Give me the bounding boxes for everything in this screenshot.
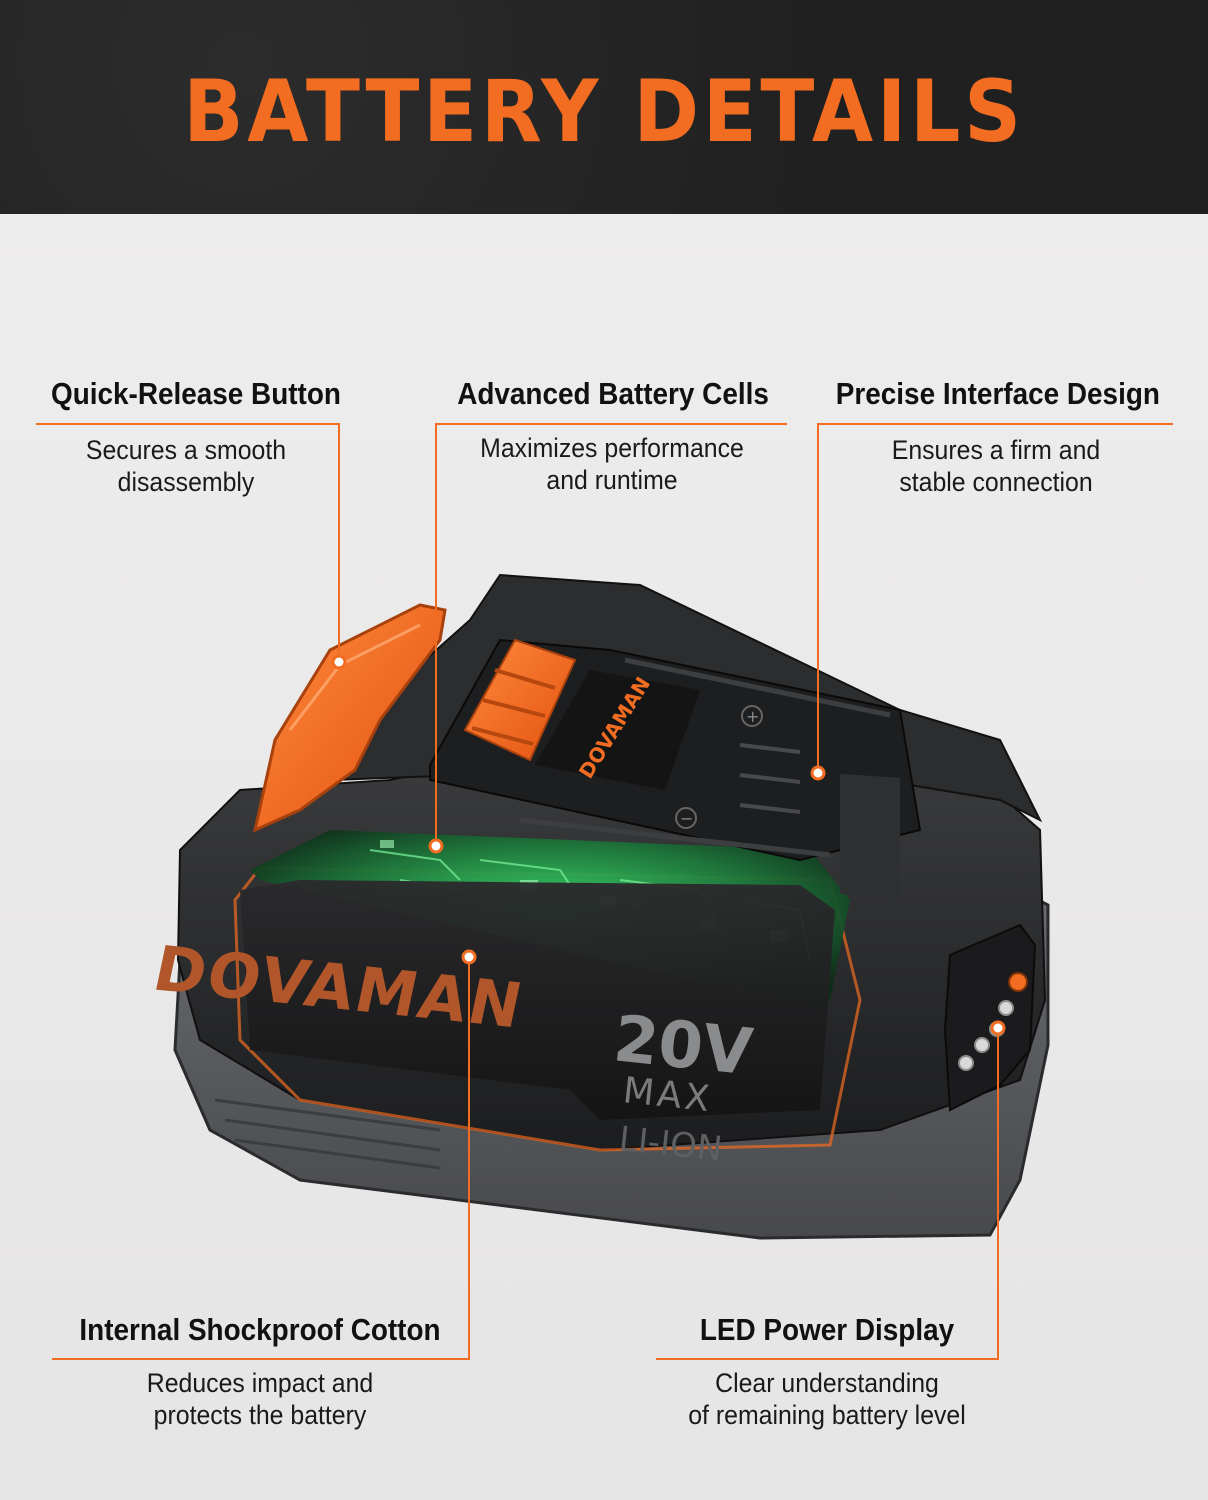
desc-line: disassembly [117,467,255,497]
feature-desc-interface: Ensures a firm and stable connection [832,434,1160,498]
feature-desc-battery-cells: Maximizes performance and runtime [454,432,770,496]
feature-title-quick-release: Quick-Release Button [51,376,341,411]
feature-desc-quick-release: Secures a smooth disassembly [48,434,324,498]
feature-desc-shockproof: Reduces impact and protects the battery [69,1367,452,1431]
desc-line: Ensures a firm and [891,435,1101,465]
feature-title-interface: Precise Interface Design [835,376,1160,411]
minus-terminal-label: − [680,809,693,828]
desc-line: and runtime [546,465,678,495]
feature-desc-led: Clear understanding of remaining battery… [655,1367,999,1431]
desc-line: Maximizes performance [480,433,744,463]
desc-line: Secures a smooth [85,435,287,465]
feature-title-led: LED Power Display [699,1312,955,1347]
desc-line: of remaining battery level [688,1400,966,1430]
desc-line: protects the battery [153,1400,367,1430]
desc-line: Clear understanding [715,1368,939,1398]
plus-terminal-label: + [746,707,759,726]
desc-line: stable connection [899,467,1093,497]
page-title: BATTERY DETAILS [183,62,1025,162]
feature-title-shockproof: Internal Shockproof Cotton [79,1312,441,1347]
header-banner: BATTERY DETAILS [0,0,1208,214]
desc-line: Reduces impact and [146,1368,374,1398]
feature-title-battery-cells: Advanced Battery Cells [457,376,769,411]
